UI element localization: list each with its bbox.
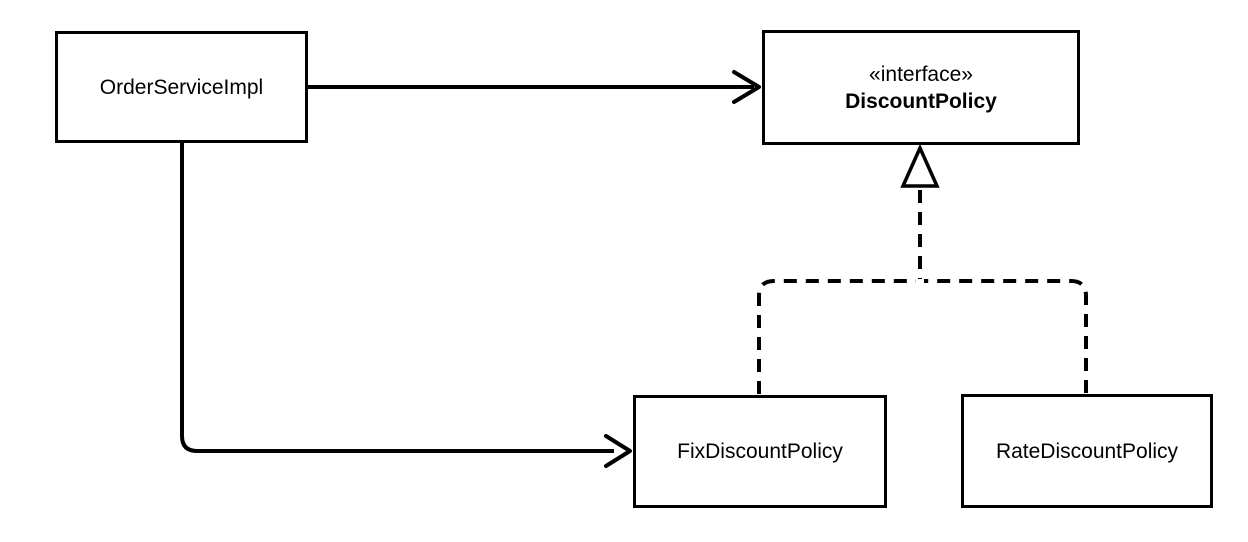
open-arrowhead-icon (604, 434, 632, 468)
class-name-label: FixDiscountPolicy (677, 440, 843, 463)
class-node-fix-discount-policy: FixDiscountPolicy (633, 395, 887, 508)
open-arrowhead-icon (732, 70, 761, 104)
class-name-label: RateDiscountPolicy (995, 439, 1179, 463)
class-node-order-service-impl: OrderServiceImpl (55, 31, 308, 143)
class-name-label: OrderServiceImpl (99, 75, 264, 99)
realization-edge-fix-to-interface (757, 279, 916, 394)
hollow-triangle-arrowhead-icon (900, 143, 940, 188)
class-node-rate-discount-policy: RateDiscountPolicy (961, 394, 1213, 508)
realization-edge-rate-to-interface (924, 279, 1088, 393)
dependency-edge-order-to-fix (180, 143, 614, 453)
class-node-discount-policy-interface: «interface» DiscountPolicy (762, 30, 1080, 145)
class-name-label: DiscountPolicy (845, 89, 997, 113)
stereotype-label: «interface» (869, 62, 973, 86)
